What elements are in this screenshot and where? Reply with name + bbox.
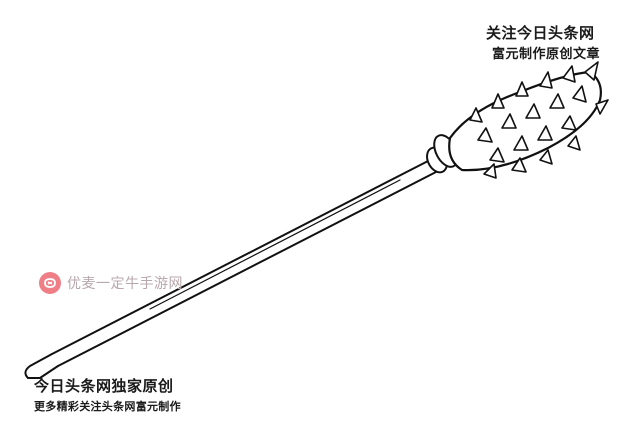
watermark-bottom-line2: 更多精彩关注头条网富元制作 (34, 400, 181, 413)
mace-shaft (51, 159, 437, 367)
brand-watermark: 优麦一定牛手游网 (39, 270, 183, 296)
mace-butt-end (24, 353, 59, 379)
watermark-top-line1: 关注今日头条网 (486, 24, 595, 42)
watermark-top-line2: 富元制作原创文章 (492, 47, 601, 62)
game-controller-badge-icon (39, 272, 61, 294)
brand-text: 优麦一定牛手游网 (67, 276, 183, 292)
mace-spikes (469, 61, 609, 179)
watermark-bottom-line1: 今日头条网独家原创 (34, 377, 174, 395)
